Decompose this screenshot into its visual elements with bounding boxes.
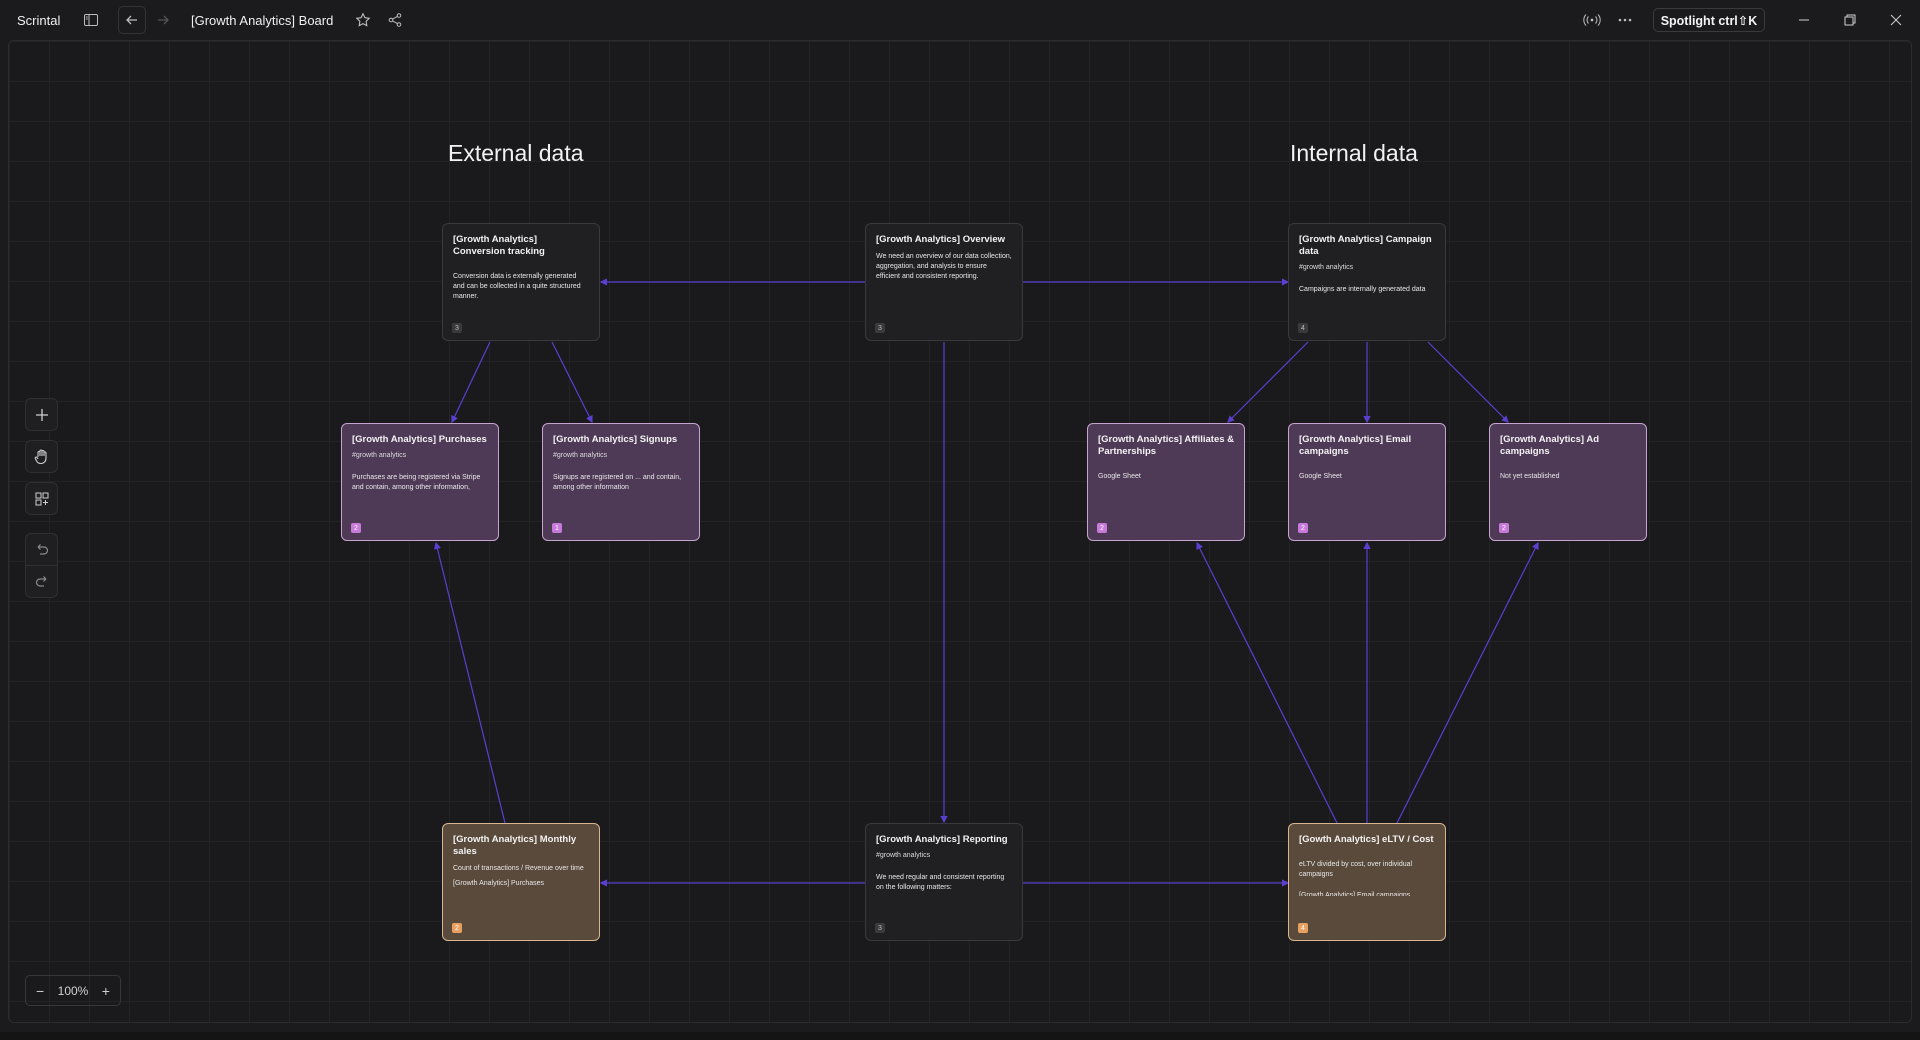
card-eltv-cost[interactable]: [Gowth Analytics] eLTV / Cost eLTV divid…: [1288, 823, 1446, 941]
bottom-strip: [0, 1032, 1920, 1040]
card-body: Purchases are being registered via Strip…: [352, 474, 481, 491]
card-badge: 2: [351, 523, 361, 533]
card-reporting[interactable]: [Growth Analytics] Reporting #growth ana…: [865, 823, 1023, 941]
more-options-icon[interactable]: [1612, 7, 1638, 33]
redo-icon: [35, 575, 46, 587]
card-title: [Growth Analytics] Purchases: [352, 434, 487, 445]
title-bar: Scrintal [Growth Analytics] Board Spotli…: [0, 0, 1920, 40]
share-icon[interactable]: [382, 7, 408, 33]
card-tag: #growth analytics: [1299, 264, 1354, 271]
card-body: Conversion data is externally generated …: [453, 273, 581, 300]
card-body: Count of transactions / Revenue over tim…: [453, 865, 584, 872]
card-title: [Growth Analytics] Monthly sales: [453, 834, 577, 857]
card-title: [Growth Analytics] Ad campaigns: [1500, 434, 1600, 457]
edge: [1227, 341, 1309, 423]
card-badge: 4: [1298, 323, 1308, 333]
card-title: [Growth Analytics] Campaign data: [1299, 234, 1432, 257]
heading-internal-data: Internal data: [1290, 140, 1418, 166]
card-body: Google Sheet: [1098, 473, 1141, 480]
card-linked-card: [Growth Analytics] Purchases: [453, 880, 545, 887]
zoom-out-button[interactable]: −: [36, 982, 45, 999]
card-badge: 2: [1298, 523, 1308, 533]
app-name: Scrintal: [17, 12, 61, 28]
card-affiliates-partnerships[interactable]: [Growth Analytics] Affiliates & Partners…: [1087, 423, 1245, 541]
card-body: Not yet established: [1500, 473, 1560, 480]
card-tag: #growth analytics: [553, 452, 608, 459]
redo-button[interactable]: [25, 565, 58, 598]
card-monthly-sales[interactable]: [Growth Analytics] Monthly sales Count o…: [442, 823, 600, 941]
card-badge: 3: [875, 923, 885, 933]
edge: [433, 541, 506, 824]
card-campaign-data[interactable]: [Growth Analytics] Campaign data #growth…: [1288, 223, 1446, 341]
card-title: [Growth Analytics] Overview: [876, 234, 1005, 245]
card-badge: 1: [552, 523, 562, 533]
card-body: Signups are registered on ... and contai…: [553, 474, 682, 491]
undo-button[interactable]: [25, 533, 58, 566]
zoom-level: 100%: [57, 983, 89, 998]
sidebar-toggle-icon[interactable]: [78, 7, 104, 33]
broadcast-icon[interactable]: [1579, 7, 1605, 33]
add-widget-button[interactable]: [25, 482, 58, 515]
edge: [1196, 541, 1338, 824]
edge: [451, 341, 491, 424]
heading-external-data: External data: [448, 140, 584, 166]
card-title: [Growth Analytics] Signups: [553, 434, 678, 445]
card-body: We need an overview of our data collecti…: [876, 253, 1012, 280]
card-title: [Gowth Analytics] eLTV / Cost: [1299, 834, 1434, 845]
back-arrow-icon[interactable]: [118, 6, 146, 34]
card-purchases[interactable]: [Growth Analytics] Purchases #growth ana…: [341, 423, 499, 541]
edge: [1396, 541, 1539, 824]
card-badge: 3: [452, 323, 462, 333]
close-icon[interactable]: [1883, 7, 1909, 33]
card-badge: 2: [452, 923, 462, 933]
spotlight-button[interactable]: Spotlight ctrl⇧K: [1653, 8, 1765, 32]
zoom-control: − 100% +: [25, 975, 121, 1006]
card-title: [Growth Analytics] Reporting: [876, 834, 1008, 845]
card-overview[interactable]: [Growth Analytics] Overview We need an o…: [865, 223, 1023, 341]
card-email-campaigns[interactable]: [Growth Analytics] Email campaigns Googl…: [1288, 423, 1446, 541]
card-signups[interactable]: [Growth Analytics] Signups #growth analy…: [542, 423, 700, 541]
card-badge: 2: [1097, 523, 1107, 533]
card-ad-campaigns[interactable]: [Growth Analytics] Ad campaigns Not yet …: [1489, 423, 1647, 541]
grid-add-icon: [35, 492, 48, 505]
card-body: eLTV divided by cost, over individual ca…: [1299, 861, 1413, 878]
card-badge: 3: [875, 323, 885, 333]
card-body: Campaigns are internally generated data: [1299, 286, 1426, 293]
zoom-in-button[interactable]: +: [101, 982, 110, 999]
minimize-icon[interactable]: [1791, 7, 1817, 33]
star-icon[interactable]: [350, 7, 376, 33]
undo-icon: [37, 543, 48, 555]
hand-icon: [34, 448, 47, 464]
edge: [551, 341, 593, 424]
edge: [1427, 341, 1509, 423]
card-linked-card: [Growth Analytics] Email campaigns: [1299, 892, 1411, 896]
card-title: [Growth Analytics] Email campaigns: [1299, 434, 1412, 457]
restore-icon[interactable]: [1837, 7, 1863, 33]
plus-icon: [35, 408, 48, 421]
card-body: Google Sheet: [1299, 473, 1342, 480]
card-tag: #growth analytics: [876, 852, 931, 859]
board-title: [Growth Analytics] Board: [191, 12, 334, 28]
card-title: [Growth Analytics] Conversion tracking: [453, 234, 545, 257]
card-conversion-tracking[interactable]: [Growth Analytics] Conversion tracking C…: [442, 223, 600, 341]
card-badge: 2: [1499, 523, 1509, 533]
card-badge: 4: [1298, 923, 1308, 933]
hand-tool-button[interactable]: [25, 440, 58, 473]
card-title: [Growth Analytics] Affiliates & Partners…: [1098, 434, 1235, 457]
card-tag: #growth analytics: [352, 452, 407, 459]
add-card-button[interactable]: [25, 398, 58, 431]
forward-arrow-icon[interactable]: [150, 7, 176, 33]
card-body: We need regular and consistent reporting…: [876, 874, 1005, 891]
